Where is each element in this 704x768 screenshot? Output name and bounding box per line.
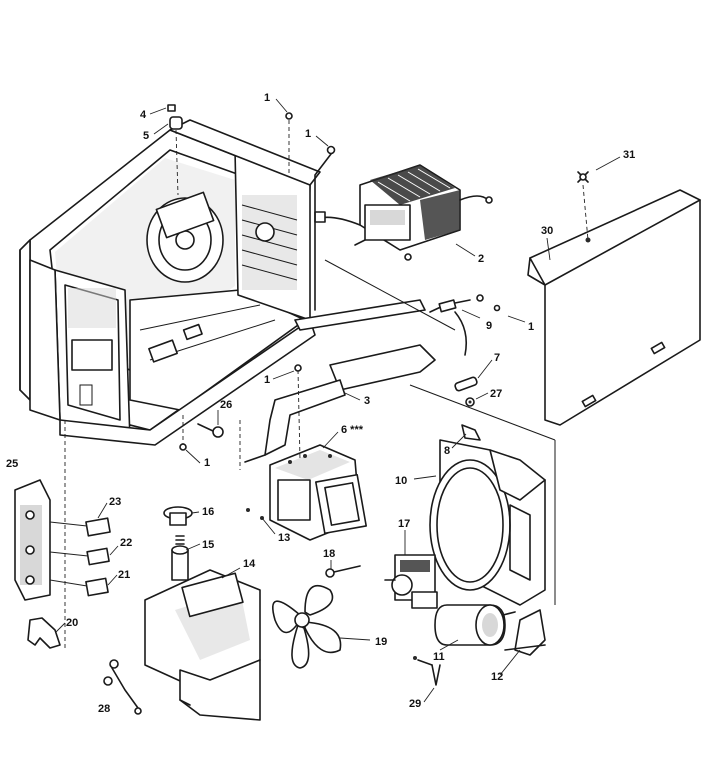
callout-21: 21	[118, 569, 130, 581]
ground-wire	[103, 659, 142, 715]
callout-1b: 1	[305, 128, 311, 140]
callout-27: 27	[490, 388, 502, 400]
callout-2: 2	[478, 253, 484, 265]
fan-blade	[272, 584, 342, 669]
screw-13	[246, 508, 264, 520]
outer-case-cover	[527, 189, 701, 426]
screw-4-5	[167, 104, 183, 196]
hv-fuse-assembly	[429, 294, 501, 407]
screw-top-1	[285, 112, 293, 175]
callout-5: 5	[143, 130, 149, 142]
oven-cavity-chassis	[19, 119, 426, 446]
callout-29: 29	[409, 698, 421, 710]
screw-8	[461, 424, 481, 441]
callout-26: 26	[220, 399, 232, 411]
screw-1-bottom	[179, 415, 187, 451]
fan-motor	[384, 554, 438, 609]
fan-blade-screw	[325, 565, 361, 578]
callout-22: 22	[120, 537, 132, 549]
fan-shroud	[429, 439, 546, 606]
callout-3: 3	[364, 395, 370, 407]
monitor-switch	[49, 577, 109, 597]
callout-7: 7	[494, 352, 500, 364]
oven-lamp	[163, 506, 193, 526]
callout-4: 4	[140, 109, 147, 121]
callout-31: 31	[623, 149, 635, 161]
screw-26	[197, 423, 224, 438]
callout-1e: 1	[204, 457, 210, 469]
hv-diode	[413, 656, 441, 686]
callout-19: 19	[375, 636, 387, 648]
lamp-socket	[171, 535, 189, 581]
callout-16: 16	[202, 506, 214, 518]
latch-lever	[27, 617, 61, 649]
leader-lines	[55, 98, 621, 703]
callout-28: 28	[98, 703, 110, 715]
callout-1d: 1	[264, 374, 270, 386]
callout-6: 6 ***	[341, 424, 364, 436]
screw-top-2	[314, 145, 336, 311]
callout-8: 8	[444, 445, 450, 457]
callout-10: 10	[395, 475, 407, 487]
callout-13: 13	[278, 532, 290, 544]
waveguide-bracket	[244, 344, 436, 463]
callout-1c: 1	[528, 321, 534, 333]
callout-1a: 1	[264, 92, 270, 104]
interlock-switch-primary	[49, 517, 111, 537]
callout-20: 20	[66, 617, 78, 629]
hv-capacitor	[434, 604, 516, 646]
callout-15: 15	[202, 539, 214, 551]
callout-17: 17	[398, 518, 410, 530]
high-voltage-transformer	[314, 164, 493, 261]
air-duct	[144, 569, 261, 721]
callout-18: 18	[323, 548, 335, 560]
door-latch-bracket	[14, 479, 51, 601]
capacitor-bracket	[504, 609, 546, 656]
callout-11: 11	[433, 651, 445, 663]
interlock-switch-secondary	[49, 547, 110, 566]
callout-14: 14	[243, 558, 256, 570]
callout-12: 12	[491, 671, 503, 683]
callout-25: 25	[6, 458, 18, 470]
callout-labels: 1 1 1 1 1 2 3 4 5 6 *** 7 8 9 10 11 12 1…	[6, 92, 635, 715]
case-screw	[577, 171, 589, 241]
callout-30: 30	[541, 225, 553, 237]
callout-23: 23	[109, 496, 121, 508]
callout-9: 9	[486, 320, 492, 332]
magnetron	[269, 364, 367, 541]
